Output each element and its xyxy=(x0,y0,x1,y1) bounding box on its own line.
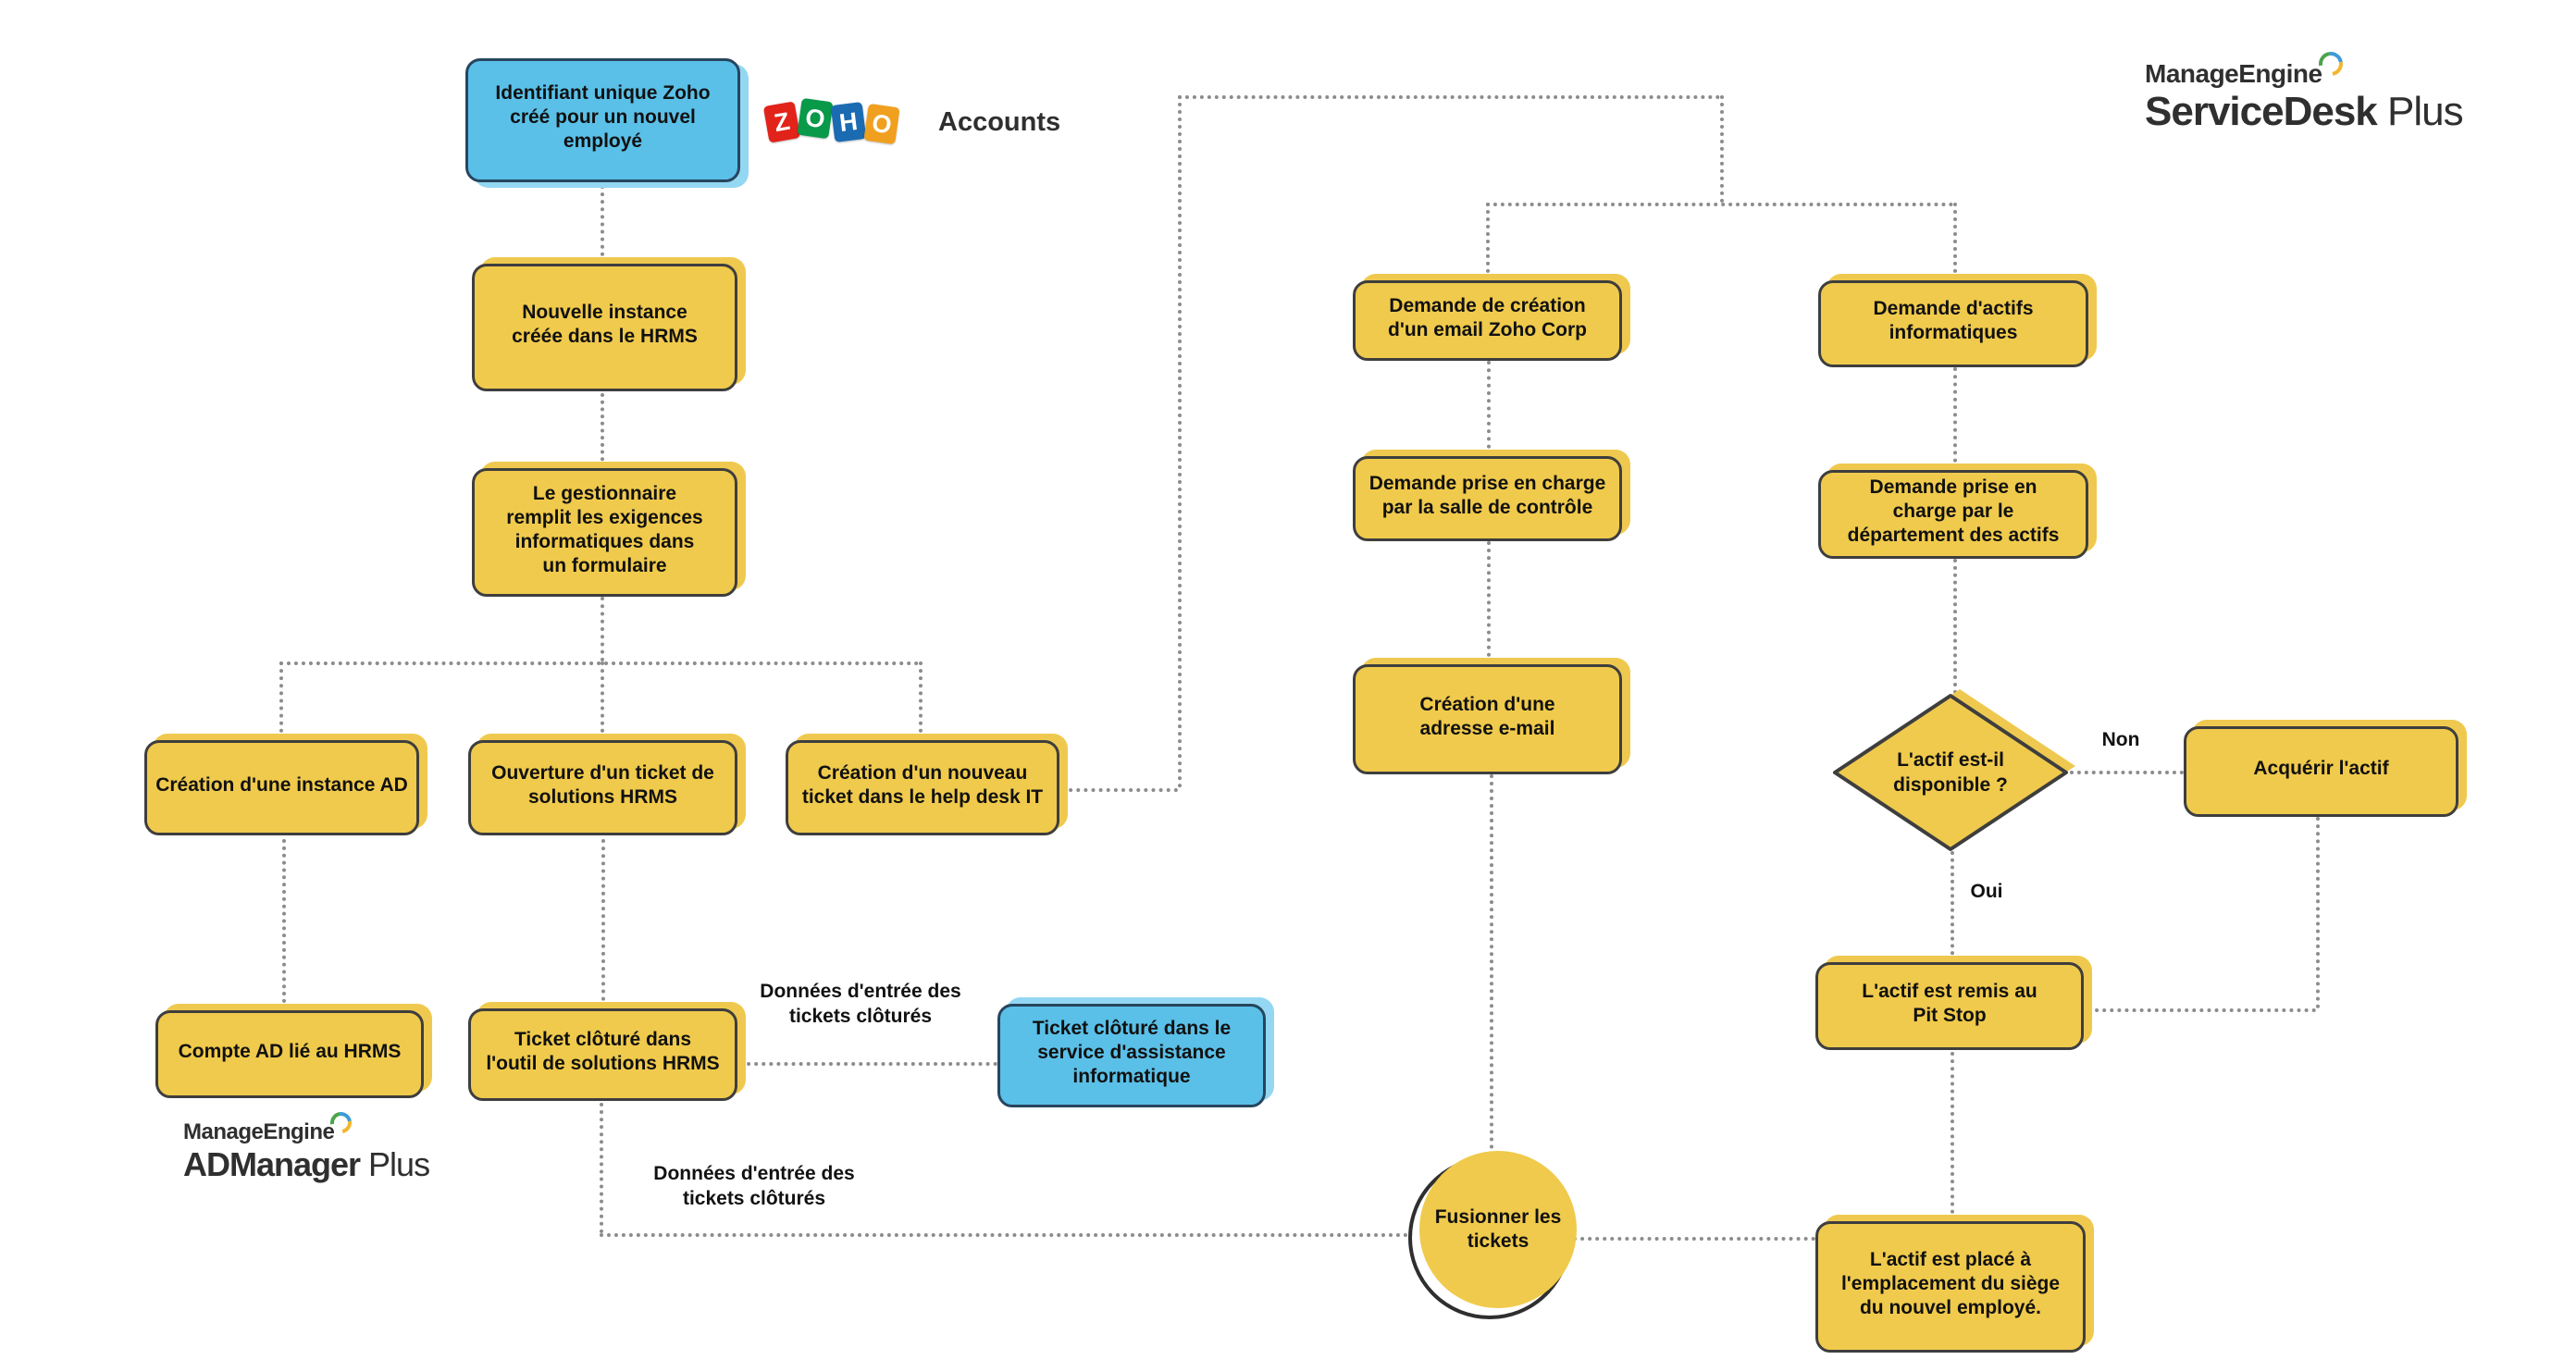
connector-to-circle-left xyxy=(600,1233,1408,1237)
node-demande-actifs: Demande d'actifs informatiques xyxy=(1818,280,2088,367)
node-text: Ticket clôturé dans l'outil de solutions… xyxy=(486,1029,720,1074)
node-compte-ad-hrms: Compte AD lié au HRMS xyxy=(155,1010,424,1098)
node-demande-email-zoho: Demande de création d'un email Zoho Corp xyxy=(1353,280,1622,361)
node-text: Demande prise en charge par la salle de … xyxy=(1368,473,1606,518)
edge-label-donnees-entree-1: Données d'entrée des tickets clôturés xyxy=(760,981,961,1027)
node-text: Création d'un nouveau ticket dans le hel… xyxy=(801,761,1044,808)
zoho-z-tile-icon: Z xyxy=(762,101,801,143)
node-creation-adresse-email: Création d'une adresse e-mail xyxy=(1353,664,1622,774)
node-text: L'actif est-il disponible ? xyxy=(1893,749,2008,796)
node-text: Ouverture d'un ticket de solutions HRMS xyxy=(491,761,714,808)
node-nouveau-ticket-helpdesk: Création d'un nouveau ticket dans le hel… xyxy=(786,740,1059,835)
connector-split-to-actifs xyxy=(1953,203,1957,280)
node-text: Identifiant unique Zoho créé pour un nou… xyxy=(495,82,711,152)
connector-email-to-salle xyxy=(1487,361,1491,456)
manageengine-brand-label: ManageEngine xyxy=(183,1119,335,1144)
zoho-o2-tile-icon: O xyxy=(863,103,900,145)
connector-helpdesk-right xyxy=(1061,788,1178,792)
servicedesk-plus-logo: ManageEngine ServiceDesk Plus xyxy=(2145,46,2464,135)
connector-branch-horizontal xyxy=(279,661,919,665)
diamond-shape xyxy=(1833,689,2075,851)
connector-split-to-email xyxy=(1486,203,1490,280)
servicedesk-label: ServiceDesk xyxy=(2145,89,2378,134)
zoho-o-tile-icon: O xyxy=(797,97,834,140)
connector-long-vertical-up xyxy=(1178,95,1182,788)
connector-branch-left xyxy=(279,661,283,740)
connector-circle-to-place xyxy=(1573,1237,1815,1241)
connector-acquerir-to-pitstop xyxy=(2087,1008,2316,1012)
node-text: Demande prise en charge par le départeme… xyxy=(1847,476,2060,546)
connector-creation-to-circle xyxy=(1490,774,1493,1156)
node-actif-place-siege: L'actif est placé à l'emplacement du siè… xyxy=(1815,1221,2086,1353)
zoho-h-tile-icon: H xyxy=(830,102,867,142)
node-text: Création d'une instance AD xyxy=(155,773,408,796)
node-decision-actif-disponible: L'actif est-il disponible ? xyxy=(1830,689,2075,856)
zoho-accounts-label: Accounts xyxy=(938,106,1061,137)
node-text: L'actif est remis au Pit Stop xyxy=(1862,980,2037,1026)
edge-label-non: Non xyxy=(2101,729,2140,750)
connector-acquerir-down xyxy=(2316,817,2320,1008)
connector-branch-middle xyxy=(601,661,604,740)
node-text: Acquérir l'actif xyxy=(2253,758,2389,779)
node-actif-remis-pit-stop: L'actif est remis au Pit Stop xyxy=(1815,962,2084,1050)
connector-top-horizontal xyxy=(1178,95,1720,99)
admanager-plus-logo: ManageEngine ADManager Plus xyxy=(183,1107,430,1184)
plus-label: Plus xyxy=(2376,89,2464,134)
node-ouverture-ticket-hrms: Ouverture d'un ticket de solutions HRMS xyxy=(468,740,737,835)
node-text: Fusionner les tickets xyxy=(1434,1206,1562,1252)
connector-ticket-down xyxy=(600,1103,603,1233)
connector-pitstop-to-place xyxy=(1951,1052,1954,1221)
node-text: Le gestionnaire remplit les exigences in… xyxy=(506,482,703,576)
connector-decision-oui xyxy=(1951,851,1954,962)
manageengine-brand-label: ManageEngine xyxy=(2145,59,2322,88)
connector-gestionnaire-to-branch xyxy=(601,597,604,661)
node-fusionner-tickets-outline: Fusionner les tickets xyxy=(1408,1151,1577,1319)
node-text: Compte AD lié au HRMS xyxy=(178,1040,402,1062)
node-creation-instance-ad: Création d'une instance AD xyxy=(144,740,419,835)
node-text: Demande de création d'un email Zoho Corp xyxy=(1388,294,1587,340)
connector-top-drop xyxy=(1720,95,1724,203)
zoho-accounts-logo: Z O H O Accounts xyxy=(762,97,1061,145)
node-text: Demande d'actifs informatiques xyxy=(1873,298,2034,343)
connector-branch-right xyxy=(919,661,923,740)
node-text: L'actif est placé à l'emplacement du siè… xyxy=(1840,1249,2061,1318)
node-fusionner-tickets: Fusionner les tickets xyxy=(1419,1151,1577,1308)
admanager-label: ADManager xyxy=(183,1145,361,1183)
connector-ouverture-to-ticket xyxy=(601,839,605,1008)
connector-ticket-to-blue xyxy=(739,1062,997,1066)
connector-actifs-to-dept xyxy=(1953,367,1957,470)
node-prise-en-charge-salle-controle: Demande prise en charge par la salle de … xyxy=(1353,456,1622,541)
diamond-main xyxy=(1833,694,2068,851)
node-prise-en-charge-dept-actifs: Demande prise en charge par le départeme… xyxy=(1818,470,2088,559)
node-acquerir-actif: Acquérir l'actif xyxy=(2184,726,2458,817)
node-identifiant-zoho: Identifiant unique Zoho créé pour un nou… xyxy=(465,58,740,182)
plus-label: Plus xyxy=(360,1145,430,1183)
connector-dept-to-decision xyxy=(1953,559,1957,694)
edge-label-oui: Oui xyxy=(1970,881,2003,902)
node-nouvelle-instance: Nouvelle instance créée dans le HRMS xyxy=(472,264,737,391)
node-text: Nouvelle instance créée dans le HRMS xyxy=(512,302,698,347)
connector-salle-to-creation xyxy=(1487,541,1491,664)
node-gestionnaire-formulaire: Le gestionnaire remplit les exigences in… xyxy=(472,468,737,597)
connector-decision-non xyxy=(2070,771,2184,774)
node-text: Création d'une adresse e-mail xyxy=(1419,693,1555,739)
edge-label-donnees-entree-2: Données d'entrée des tickets clôturés xyxy=(653,1163,855,1209)
connector-split-horizontal xyxy=(1486,203,1953,206)
node-ticket-cloture-hrms: Ticket clôturé dans l'outil de solutions… xyxy=(468,1008,737,1101)
connector-instancead-to-comptead xyxy=(282,839,286,1010)
node-text: Ticket clôturé dans le service d'assista… xyxy=(1032,1018,1232,1087)
connector-instance-to-gestionnaire xyxy=(601,393,604,468)
connector-id-to-instance xyxy=(601,185,604,264)
node-ticket-cloture-it: Ticket clôturé dans le service d'assista… xyxy=(997,1004,1266,1107)
